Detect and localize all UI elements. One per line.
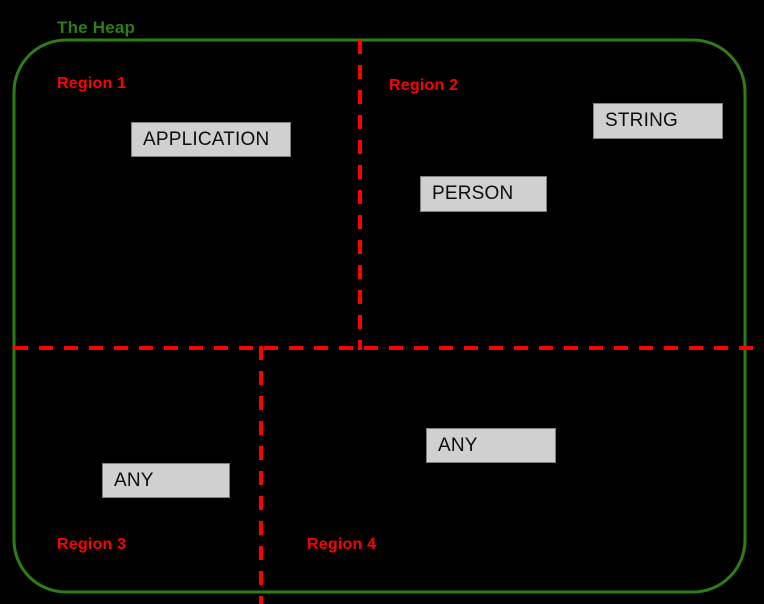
object-label-string: STRING [605, 110, 678, 131]
heap-boundary-rect [12, 38, 747, 594]
object-box-any-region4: ANY [426, 428, 556, 463]
object-box-person: PERSON [420, 176, 547, 212]
object-label-person: PERSON [432, 183, 514, 204]
object-box-application: APPLICATION [131, 122, 291, 157]
object-label-application: APPLICATION [143, 128, 270, 150]
object-box-string: STRING [593, 103, 723, 139]
object-label-any-region3: ANY [114, 469, 154, 491]
region-label-region-2: Region 2 [389, 77, 459, 94]
region-label-region-4: Region 4 [307, 536, 377, 553]
object-box-any-region3: ANY [102, 463, 230, 498]
region-label-region-1: Region 1 [57, 75, 127, 92]
heap-title: The Heap [57, 18, 136, 37]
object-label-any-region4: ANY [438, 434, 478, 456]
region-label-region-3: Region 3 [57, 536, 127, 553]
